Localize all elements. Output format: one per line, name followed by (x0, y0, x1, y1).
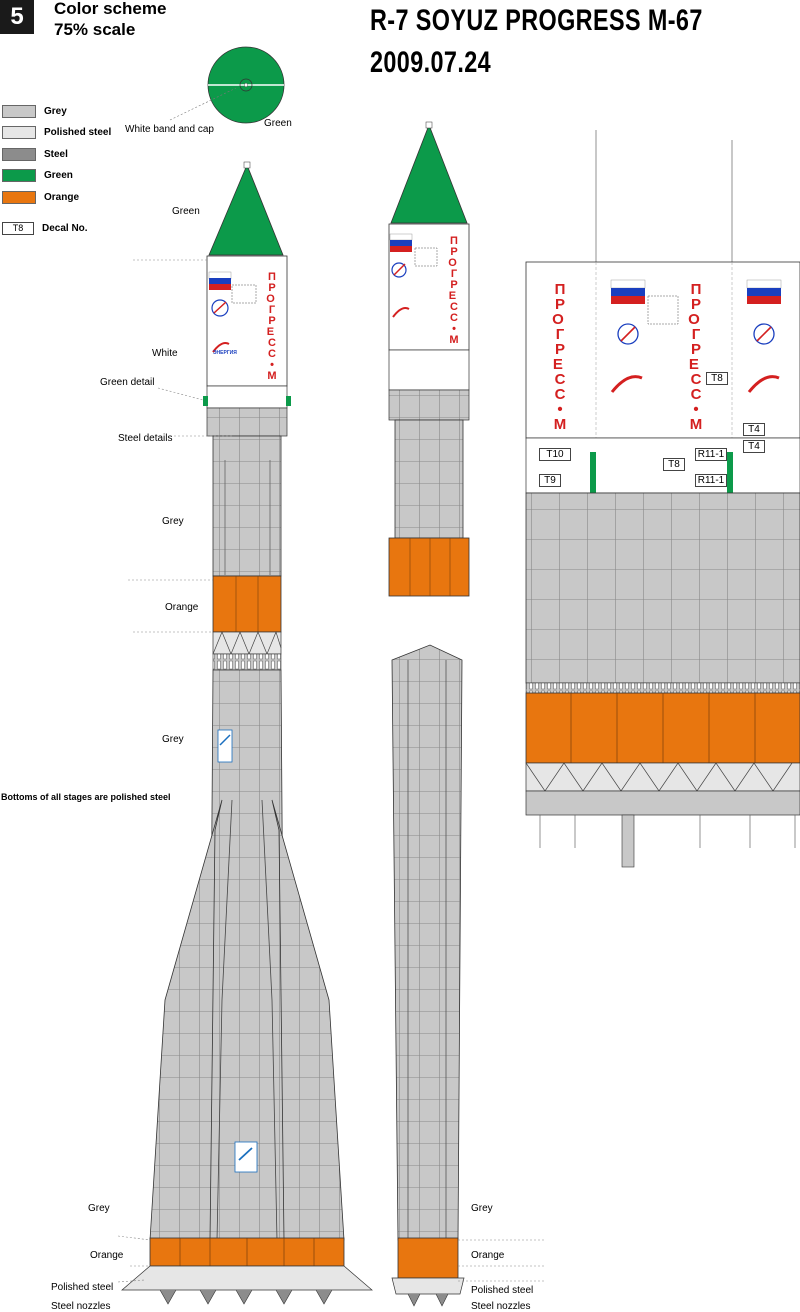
scheme-caption: Color scheme 75% scale (54, 0, 166, 40)
legend-item-polished-steel: Polished steel (2, 125, 111, 139)
decal-t8-lower: T8 (663, 458, 685, 471)
callout-white: White (152, 348, 178, 359)
callout-grey-upper: Grey (162, 516, 184, 527)
svg-text:ПРО ГРЕ СС•М: ПРО ГРЕ СС•М (552, 281, 568, 433)
decal-r11-1-a: R11-1 (695, 448, 727, 461)
scheme-line1: Color scheme (54, 0, 167, 18)
callout-white-band-cap: White band and cap (125, 124, 214, 135)
callout-polished-left: Polished steel (51, 1282, 114, 1293)
svg-text:ПРО ГРЕ СС•М: ПРО ГРЕ СС•М (266, 271, 278, 382)
legend-item-grey: Grey (2, 104, 67, 118)
legend-swatch (2, 168, 36, 182)
decal-sample: T8 (2, 221, 34, 235)
legend-swatch (2, 125, 36, 139)
title-line2: 2009.07.24 (370, 46, 492, 79)
callout-orange-upper: Orange (165, 602, 199, 613)
callout-steel-details: Steel details (118, 433, 173, 444)
callout-polished-right: Polished steel (471, 1285, 534, 1296)
callout-nozzles-right: Steel nozzles (471, 1301, 531, 1312)
legend-label: Polished steel (44, 126, 112, 138)
decal-t4-b: T4 (743, 440, 765, 453)
svg-text:ЭНЕРГИЯ: ЭНЕРГИЯ (213, 350, 237, 356)
callout-green-nose: Green (172, 206, 200, 217)
legend-label: Grey (44, 105, 67, 117)
legend-item-decal: T8 Decal No. (2, 221, 88, 235)
callout-orange-right-bottom: Orange (471, 1250, 505, 1261)
svg-text:ПРО ГРЕ СС•М: ПРО ГРЕ СС•М (688, 281, 704, 433)
decal-t10: T10 (539, 448, 571, 461)
decal-t9: T9 (539, 474, 561, 487)
callout-green-top: Green (264, 118, 292, 129)
legend-label: Green (44, 169, 73, 181)
callout-grey-right-bottom: Grey (471, 1203, 493, 1214)
callout-grey-left-bottom: Grey (88, 1203, 110, 1214)
callout-bottoms-note: Bottoms of all stages are polished steel (1, 792, 171, 802)
scheme-line2: 75% scale (54, 20, 136, 39)
decal-t4-a: T4 (743, 423, 765, 436)
page-title: R-7 SOYUZ PROGRESS M-67 2009.07.24 (370, 0, 703, 84)
legend-label: Decal No. (42, 222, 88, 234)
legend-label: Orange (44, 191, 80, 203)
leader-lines (117, 259, 546, 1283)
legend-swatch (2, 147, 36, 161)
sheet-number: 5 (0, 0, 34, 34)
decal-r11-1-b: R11-1 (695, 474, 727, 487)
legend-swatch (2, 190, 36, 204)
title-line1: R-7 SOYUZ PROGRESS M-67 (370, 4, 703, 37)
legend-item-green: Green (2, 168, 73, 182)
callout-green-detail: Green detail (100, 377, 155, 388)
callout-orange-left-bottom: Orange (90, 1250, 124, 1261)
legend-item-orange: Orange (2, 190, 79, 204)
legend-swatch (2, 104, 36, 118)
callout-grey-core: Grey (162, 734, 184, 745)
legend-label: Steel (44, 148, 68, 160)
fairing-top-view (169, 46, 285, 124)
legend-item-steel: Steel (2, 147, 68, 161)
svg-text:ПРО ГРЕ СС•М: ПРО ГРЕ СС•М (448, 235, 460, 346)
decal-t8-upper: T8 (706, 372, 728, 385)
callout-nozzles-left: Steel nozzles (51, 1301, 111, 1312)
